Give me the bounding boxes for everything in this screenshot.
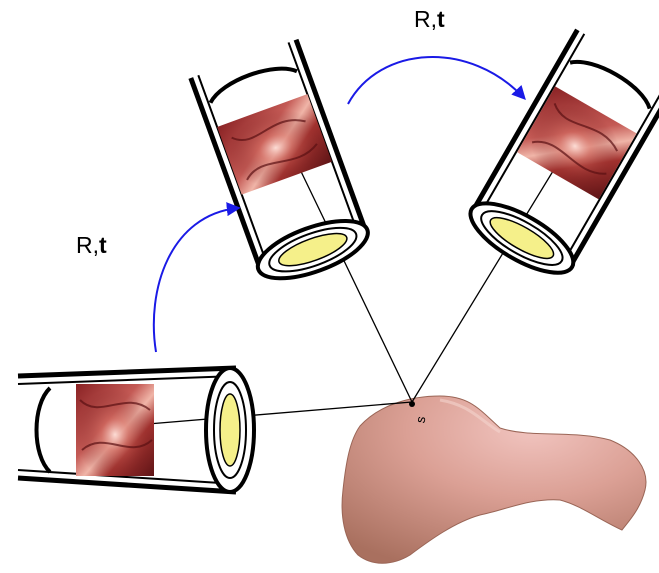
endoscope-left	[18, 368, 254, 492]
rotation-symbol: R	[76, 232, 93, 258]
liver-icon	[342, 396, 646, 563]
curved-arrow-icon	[348, 57, 524, 104]
transform-label-upper: R,t	[414, 6, 445, 33]
rotation-symbol: R	[414, 6, 431, 32]
translation-symbol: t	[437, 6, 445, 32]
lens-left	[220, 394, 240, 466]
translation-symbol: t	[99, 232, 107, 258]
transform-label-lower: R,t	[76, 232, 107, 259]
curved-arrow-icon	[154, 208, 238, 352]
surface-point-s	[409, 401, 415, 407]
endoscope-right	[461, 29, 659, 286]
endoscope-middle	[189, 39, 375, 290]
